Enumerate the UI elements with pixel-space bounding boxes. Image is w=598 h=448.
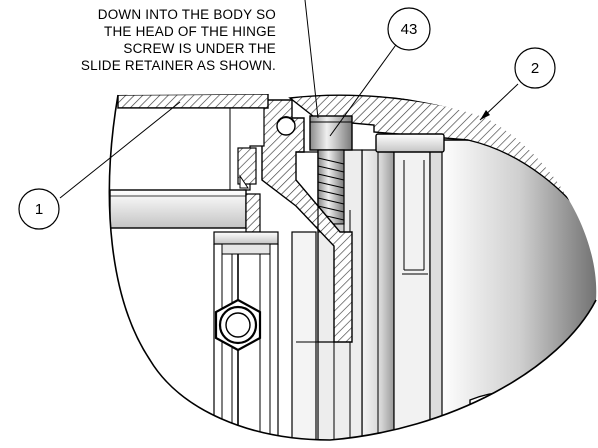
detail-boundary [108, 94, 597, 441]
svg-text:2: 2 [531, 60, 539, 77]
note-leader [304, 0, 319, 119]
svg-text:43: 43 [401, 21, 418, 38]
hinge-bracket-section [261, 99, 353, 343]
hex-nut [214, 298, 262, 352]
slide-retainer [375, 133, 445, 153]
callout-1: 1 [18, 188, 60, 230]
assembly-note: DOWN INTO THE BODY SO THE HEAD OF THE HI… [81, 6, 276, 74]
detail-section [109, 91, 597, 440]
note-line-2: THE HEAD OF THE HINGE [104, 24, 276, 39]
note-line-4: SLIDE RETAINER AS SHOWN. [80, 58, 276, 73]
body-part-2 [439, 139, 597, 440]
leader-43 [329, 41, 399, 137]
part-1-section [117, 93, 269, 109]
leader-1 [59, 101, 181, 199]
note-line-1: DOWN INTO THE BODY SO [97, 7, 276, 22]
note-line-3: SCREW IS UNDER THE [123, 41, 276, 56]
callout-2: 2 [514, 47, 556, 89]
callout-43: 43 [387, 7, 431, 51]
svg-text:1: 1 [35, 201, 43, 218]
